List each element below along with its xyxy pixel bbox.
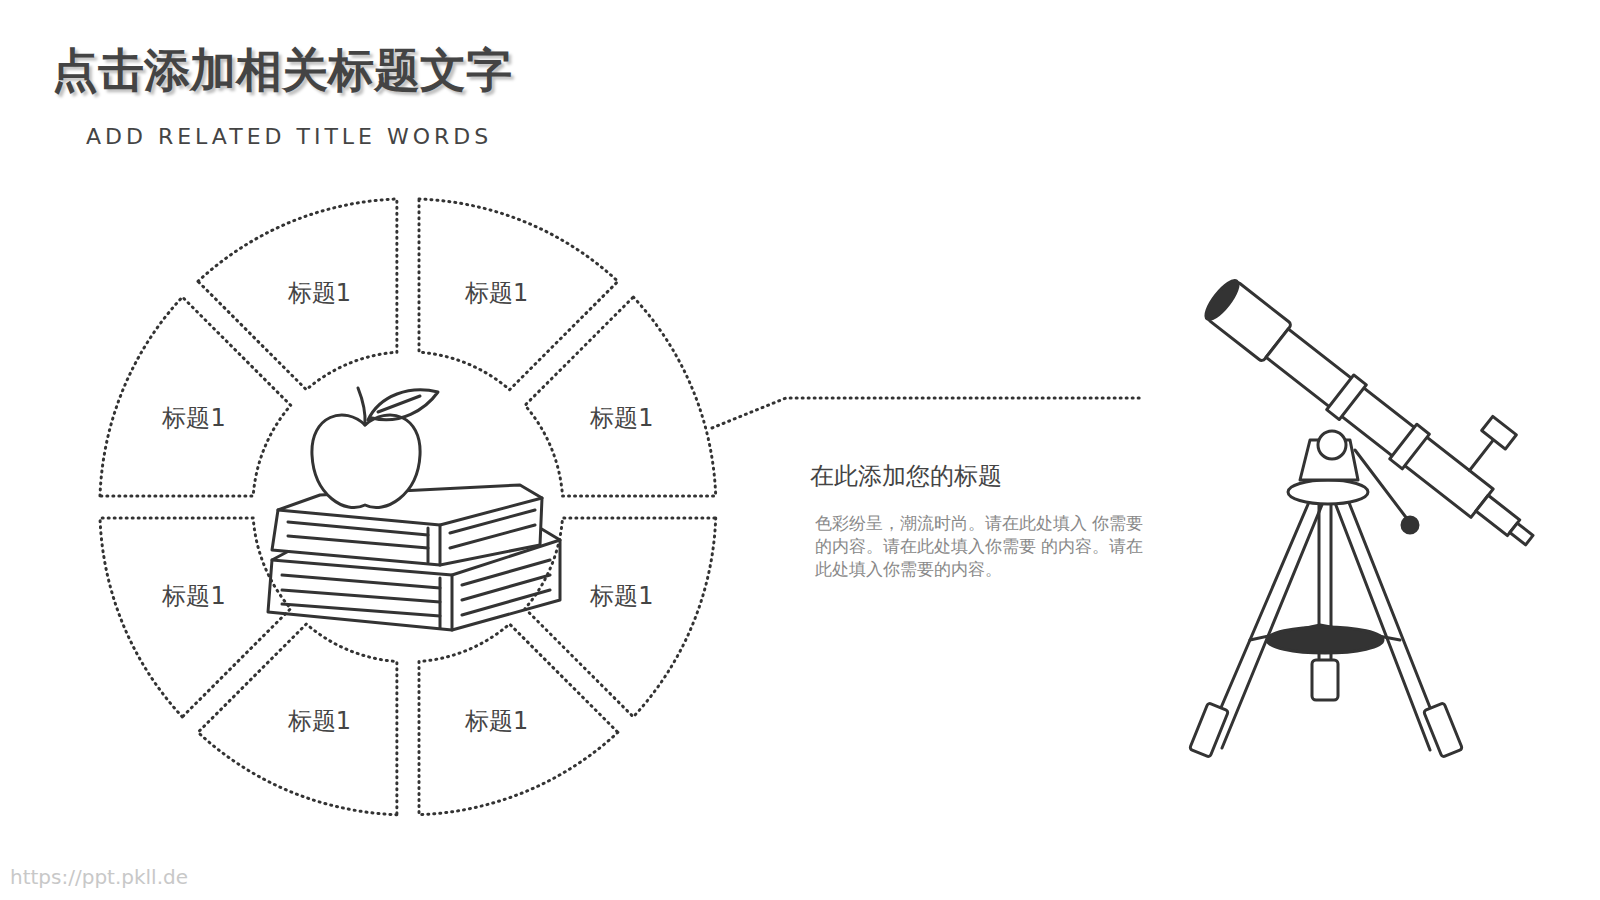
segment-border [198,199,397,390]
segment-label: 标题1 [465,277,528,309]
segment-border [198,624,397,815]
segment-outline [521,514,720,721]
ring-segment: 标题1 [194,620,401,819]
ring-segment: 标题1 [415,620,622,819]
segment-border [100,518,291,717]
ring-segment: 标题1 [415,195,622,394]
ring-segment: 标题1 [521,293,720,500]
slide-title: 点击添加相关标题文字 [52,40,512,102]
segment-label: 标题1 [590,580,653,612]
leader-line [712,398,1143,428]
segment-outline [96,293,295,500]
segment-border [419,199,618,390]
segment-label: 标题1 [162,402,225,434]
segment-border [100,297,291,496]
segment-label: 标题1 [288,705,351,737]
watermark: https://ppt.pkll.de [10,864,188,891]
segment-outline [521,293,720,500]
segment-label: 标题1 [288,277,351,309]
ring-segment: 标题1 [194,195,401,394]
segment-border [419,624,618,815]
telescope-illustration [1189,236,1575,757]
segment-label: 标题1 [465,705,528,737]
body-text: 色彩纷呈，潮流时尚。请在此处填入 你需要的内容。请在此处填入你需要 的内容。请在… [815,512,1150,581]
ring-segment: 标题1 [96,293,295,500]
ring-segment: 标题1 [96,514,295,721]
subtitle: ADD RELATED TITLE WORDS [86,122,492,152]
segment-border [525,518,716,717]
books-apple-illustration [268,388,560,630]
side-heading: 在此添加您的标题 [810,460,1002,492]
ring-segment: 标题1 [521,514,720,721]
segment-label: 标题1 [162,580,225,612]
segment-border [525,297,716,496]
segment-outline [96,514,295,721]
segment-label: 标题1 [590,402,653,434]
